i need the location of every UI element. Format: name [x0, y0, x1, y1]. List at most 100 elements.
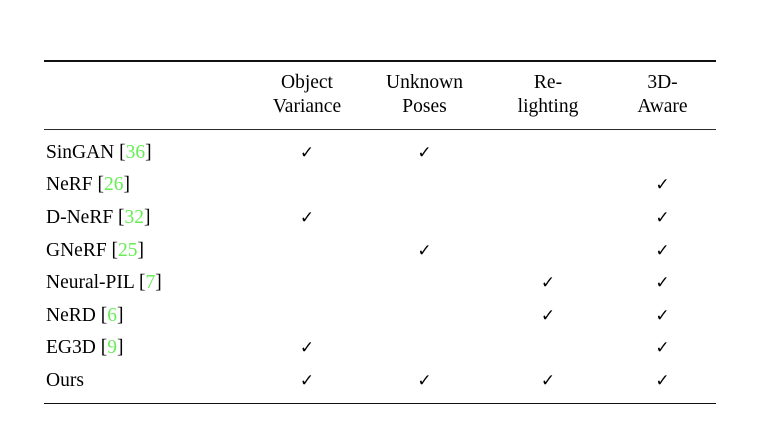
row-label-eg3d: EG3D [9]	[44, 332, 252, 365]
checkmark-icon: ✓	[299, 371, 315, 392]
cell-3d_aware: ✓	[609, 300, 716, 333]
cell-unknown_poses: ✓	[362, 300, 487, 333]
checkmark-icon: ✓	[299, 208, 315, 229]
checkmark-icon: ✓	[540, 371, 556, 392]
row-label-d-nerf: D-NeRF [32]	[44, 202, 252, 235]
cell-relighting: ✓	[487, 169, 609, 202]
method-name: SinGAN	[46, 141, 115, 163]
cell-3d_aware: ✓	[609, 267, 716, 300]
citation-number[interactable]: 7	[145, 272, 156, 294]
citation-bracket-open: [	[118, 207, 125, 229]
cell-object_variance: ✓	[252, 130, 362, 170]
method-name: GNeRF	[46, 239, 107, 261]
cell-unknown_poses: ✓	[362, 169, 487, 202]
checkmark-icon: ✓	[299, 338, 315, 359]
table-body: SinGAN [36]✓✓✓✓NeRF [26]✓✓✓✓D-NeRF [32]✓…	[44, 130, 716, 404]
cell-3d_aware: ✓	[609, 169, 716, 202]
cell-relighting: ✓	[487, 202, 609, 235]
header-row: Object Variance Unknown Poses Re- lighti…	[44, 62, 716, 129]
cell-unknown_poses: ✓	[362, 332, 487, 365]
method-name: Ours	[46, 370, 84, 392]
citation-number[interactable]: 32	[124, 207, 145, 229]
table-row: SinGAN [36]✓✓✓✓	[44, 130, 716, 170]
checkmark-icon: ✓	[655, 175, 670, 196]
method-name: Neural-PIL	[46, 272, 135, 294]
table-row: GNeRF [25]✓✓✓✓	[44, 234, 716, 267]
table-footer	[44, 403, 716, 405]
citation-bracket-close: ]	[155, 272, 162, 294]
citation-bracket-close: ]	[137, 239, 145, 261]
table-row: Ours ✓ ✓ ✓ ✓	[44, 365, 716, 404]
method-comparison-table: Object Variance Unknown Poses Re- lighti…	[44, 60, 716, 405]
cell-relighting: ✓	[487, 267, 609, 300]
cell-unknown_poses: ✓	[362, 234, 487, 267]
method-name: D-NeRF	[46, 207, 114, 229]
table-row: NeRF [26]✓✓✓✓	[44, 169, 716, 202]
comparison-table-container: Object Variance Unknown Poses Re- lighti…	[44, 60, 716, 405]
checkmark-icon: ✓	[655, 273, 670, 294]
cell-object_variance: ✓	[252, 332, 362, 365]
checkmark-icon: ✓	[417, 371, 432, 392]
method-name: NeRD	[46, 304, 96, 326]
cell-object_variance: ✓	[252, 202, 362, 235]
table-row: D-NeRF [32]✓✓✓✓	[44, 202, 716, 235]
citation-number[interactable]: 25	[118, 239, 138, 261]
cell-object_variance: ✓	[252, 365, 362, 404]
row-label-gnerf: GNeRF [25]	[44, 234, 252, 267]
cell-object_variance: ✓	[252, 234, 362, 267]
header-cell-unknown-poses: Unknown Poses	[386, 72, 463, 117]
table-row: NeRD [6]✓✓✓✓	[44, 300, 716, 333]
cell-relighting: ✓	[487, 365, 609, 404]
cell-object_variance: ✓	[252, 300, 362, 333]
row-label-nerd: NeRD [6]	[44, 300, 252, 333]
cell-object_variance: ✓	[252, 169, 362, 202]
method-name: EG3D	[46, 337, 96, 359]
method-name: NeRF	[46, 174, 93, 196]
checkmark-icon: ✓	[655, 240, 670, 261]
cell-3d_aware: ✓	[609, 365, 716, 404]
table-row: EG3D [9]✓✓✓✓	[44, 332, 716, 365]
citation-bracket-open: [	[97, 174, 104, 196]
citation-bracket-open: [	[100, 337, 108, 359]
cell-3d_aware: ✓	[609, 130, 716, 170]
citation-bracket-close: ]	[116, 304, 124, 326]
cell-unknown_poses: ✓	[362, 130, 487, 170]
checkmark-icon: ✓	[299, 142, 315, 163]
citation-bracket-open: [	[138, 272, 146, 294]
citation-bracket-open: [	[100, 304, 108, 326]
cell-unknown_poses: ✓	[362, 365, 487, 404]
citation-bracket-close: ]	[123, 174, 130, 196]
checkmark-icon: ✓	[540, 273, 556, 294]
cell-relighting: ✓	[487, 300, 609, 333]
row-label-nerf: NeRF [26]	[44, 169, 252, 202]
citation-number[interactable]: 36	[125, 141, 146, 163]
checkmark-icon: ✓	[655, 338, 670, 359]
cell-relighting: ✓	[487, 130, 609, 170]
checkmark-icon: ✓	[655, 208, 670, 229]
citation-bracket-close: ]	[116, 337, 124, 359]
citation-number[interactable]: 6	[107, 304, 117, 326]
citation-number[interactable]: 26	[103, 174, 124, 196]
citation-number[interactable]: 9	[107, 337, 117, 359]
checkmark-icon: ✓	[655, 305, 670, 326]
cell-relighting: ✓	[487, 332, 609, 365]
citation-bracket-close: ]	[145, 141, 152, 163]
citation-bracket-open: [	[119, 141, 126, 163]
checkmark-icon: ✓	[417, 142, 432, 163]
rule-middle	[44, 128, 716, 130]
header-cell-relighting: Re- lighting	[517, 72, 579, 117]
cell-object_variance: ✓	[252, 267, 362, 300]
rule-bottom	[44, 403, 716, 405]
row-label-ours: Ours	[44, 365, 252, 404]
row-label-neural-pil: Neural-PIL [7]	[44, 267, 252, 300]
cell-3d_aware: ✓	[609, 234, 716, 267]
checkmark-icon: ✓	[540, 305, 556, 326]
table-header: Object Variance Unknown Poses Re- lighti…	[44, 60, 716, 130]
header-cell-3d-aware: 3D- Aware	[637, 72, 688, 117]
row-label-singan: SinGAN [36]	[44, 130, 252, 170]
cell-unknown_poses: ✓	[362, 202, 487, 235]
cell-unknown_poses: ✓	[362, 267, 487, 300]
cell-3d_aware: ✓	[609, 332, 716, 365]
checkmark-icon: ✓	[655, 371, 670, 392]
citation-bracket-open: [	[111, 239, 119, 261]
